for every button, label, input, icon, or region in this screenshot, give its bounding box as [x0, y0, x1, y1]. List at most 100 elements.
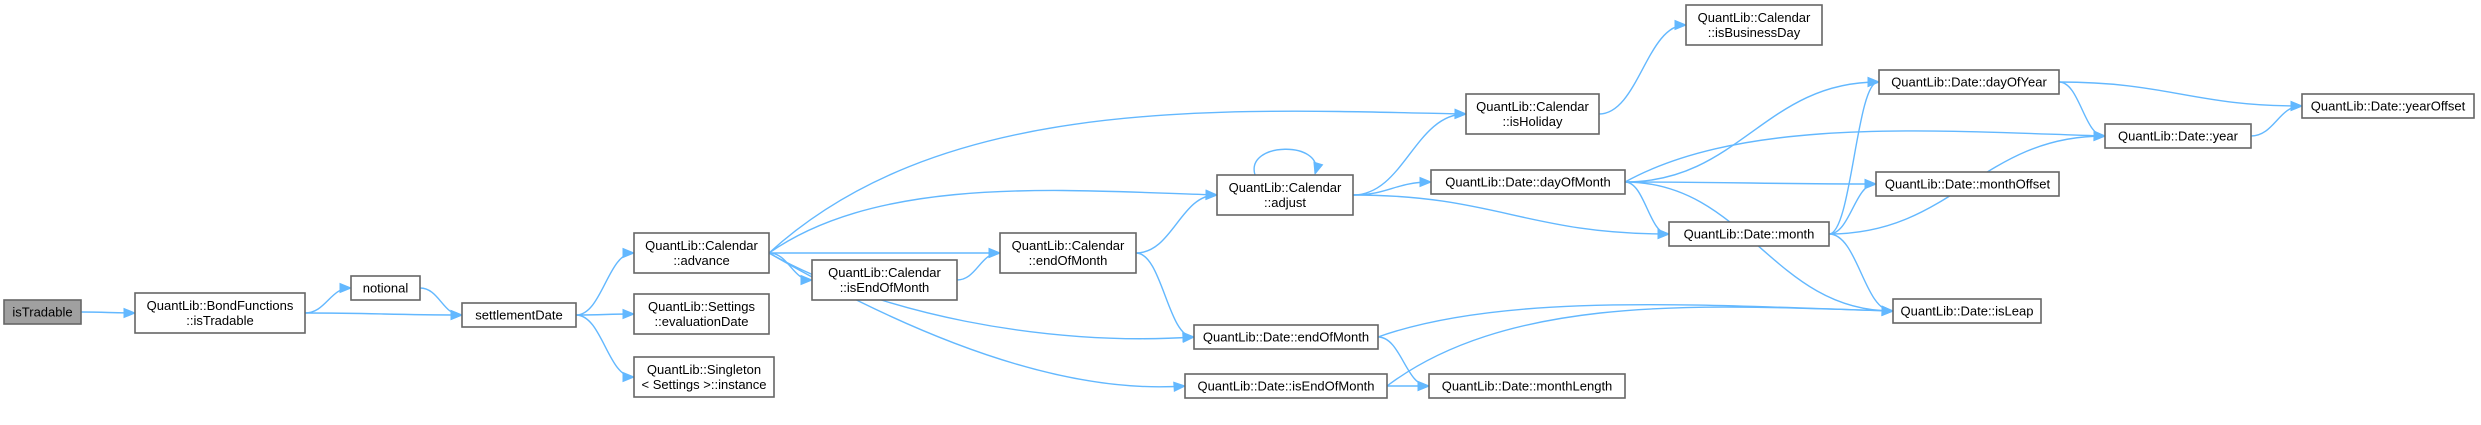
node-date_year[interactable]: QuantLib::Date::year	[2104, 123, 2252, 149]
edge-arrowhead	[1417, 380, 1431, 392]
node-label: QuantLib::Calendar	[1476, 99, 1589, 114]
edge-date_year-to-date_yearOffset	[2250, 100, 2304, 137]
node-label: QuantLib::Singleton	[647, 362, 761, 377]
node-date_isEndOfMonth[interactable]: QuantLib::Date::isEndOfMonth	[1184, 373, 1388, 399]
node-date_dayOfYear[interactable]: QuantLib::Date::dayOfYear	[1878, 69, 2060, 95]
edge-line	[1253, 148, 1317, 176]
node-box	[1193, 324, 1379, 350]
edge-line	[1624, 181, 1669, 235]
node-label: QuantLib::Date::endOfMonth	[1203, 330, 1369, 345]
node-box	[134, 292, 306, 334]
edge-line	[1352, 113, 1466, 196]
edge-date_dayOfMonth-to-date_month	[1624, 181, 1671, 240]
edge-date_dayOfYear-to-date_yearOffset	[2058, 81, 2304, 112]
node-cal_adjust[interactable]: QuantLib::Calendar::adjust	[1216, 174, 1354, 216]
node-box	[1668, 221, 1830, 247]
edge-line	[1828, 183, 1876, 235]
node-date_month[interactable]: QuantLib::Date::month	[1668, 221, 1830, 247]
node-label: < Settings >::instance	[641, 377, 766, 392]
edge-settlementDate-to-settings_evalDate	[575, 308, 636, 320]
edge-bf_isTradable-to-notional	[304, 282, 353, 314]
node-settlementDate[interactable]: settlementDate	[461, 302, 577, 328]
node-label: ::adjust	[1264, 195, 1306, 210]
edge-cal_advance-to-cal_endOfMonth	[769, 247, 1002, 259]
node-box	[811, 259, 958, 301]
node-label: QuantLib::Date::month	[1684, 227, 1815, 242]
edge-arrowhead	[1864, 178, 1878, 190]
edge-line	[304, 287, 351, 314]
edge-isTradable-to-bf_isTradable	[80, 307, 137, 319]
edge-arrowhead	[1313, 161, 1324, 176]
edge-arrowhead	[622, 308, 636, 320]
edge-line	[768, 110, 1466, 254]
edge-arrowhead	[450, 309, 464, 321]
node-date_yearOffset[interactable]: QuantLib::Date::yearOffset	[2301, 93, 2475, 119]
node-box	[2104, 123, 2252, 149]
edge-line	[575, 314, 634, 378]
node-label: isTradable	[12, 305, 72, 320]
node-cal_isHoliday[interactable]: QuantLib::Calendar::isHoliday	[1465, 93, 1600, 135]
edge-line	[1135, 194, 1217, 254]
edge-arrowhead	[1173, 381, 1187, 393]
edge-date_month-to-date_isLeap	[1828, 233, 1895, 317]
edge-arrowhead	[123, 307, 137, 319]
node-label: ::evaluationDate	[655, 314, 749, 329]
node-box	[1216, 174, 1354, 216]
edge-cal_advance-to-cal_isEndOfMonth	[768, 252, 814, 286]
node-cal_isBusinessDay[interactable]: QuantLib::Calendar::isBusinessDay	[1685, 4, 1823, 46]
edge-arrowhead	[622, 247, 636, 259]
node-date_isLeap[interactable]: QuantLib::Date::isLeap	[1892, 298, 2042, 324]
edge-arrowhead	[2093, 130, 2107, 142]
edge-cal_adjust-to-cal_adjust	[1253, 148, 1324, 176]
node-label: QuantLib::Date::yearOffset	[2311, 99, 2466, 114]
edge-arrowhead	[1454, 108, 1468, 120]
node-box	[1875, 171, 2060, 197]
edge-line	[956, 252, 1000, 281]
node-date_endOfMonth[interactable]: QuantLib::Date::endOfMonth	[1193, 324, 1379, 350]
node-box	[1685, 4, 1823, 46]
node-date_dayOfMonth[interactable]: QuantLib::Date::dayOfMonth	[1430, 169, 1626, 195]
edge-cal_isEndOfMonth-to-cal_endOfMonth	[956, 247, 1002, 281]
edge-cal_advance-to-cal_adjust	[768, 189, 1219, 254]
edge-arrowhead	[622, 371, 636, 383]
node-label: ::isBusinessDay	[1708, 25, 1801, 40]
node-label: QuantLib::Calendar	[1698, 10, 1811, 25]
node-notional[interactable]: notional	[350, 275, 421, 301]
edge-date_month-to-date_monthOffset	[1828, 178, 1878, 235]
node-settings_evalDate[interactable]: QuantLib::Settings::evaluationDate	[633, 293, 770, 335]
edge-arrowhead	[1182, 331, 1196, 343]
edge-date_isEndOfMonth-to-date_monthLength	[1387, 380, 1431, 392]
node-cal_isEndOfMonth[interactable]: QuantLib::Calendar::isEndOfMonth	[811, 259, 958, 301]
node-box	[633, 293, 770, 335]
node-date_monthLength[interactable]: QuantLib::Date::monthLength	[1428, 373, 1626, 399]
edge-line	[1624, 81, 1879, 183]
edge-line	[1352, 194, 1669, 235]
edge-arrowhead	[339, 282, 353, 294]
node-date_monthOffset[interactable]: QuantLib::Date::monthOffset	[1875, 171, 2060, 197]
call-graph-nodes: isTradable QuantLib::BondFunctions::isTra…	[3, 4, 2475, 399]
node-box	[633, 356, 775, 398]
node-singleton_instance[interactable]: QuantLib::Singleton< Settings >::instanc…	[633, 356, 775, 398]
node-cal_endOfMonth[interactable]: QuantLib::Calendar::endOfMonth	[999, 232, 1137, 274]
edge-notional-to-settlementDate	[419, 287, 464, 321]
node-label: QuantLib::Calendar	[1229, 180, 1342, 195]
edge-arrowhead	[1419, 176, 1433, 188]
node-box	[1878, 69, 2060, 95]
node-box	[1428, 373, 1626, 399]
node-box	[3, 299, 82, 325]
node-label: QuantLib::Date::dayOfMonth	[1445, 175, 1610, 190]
edge-date_dayOfMonth-to-date_dayOfYear	[1624, 76, 1881, 183]
edge-arrowhead	[1657, 228, 1671, 240]
node-label: ::isHoliday	[1503, 114, 1563, 129]
node-label: notional	[363, 281, 409, 296]
node-label: ::isTradable	[186, 313, 253, 328]
call-graph-edges	[80, 19, 2304, 393]
node-label: ::isEndOfMonth	[840, 280, 930, 295]
node-label: QuantLib::Settings	[648, 299, 755, 314]
node-cal_advance[interactable]: QuantLib::Calendar::advance	[633, 232, 770, 274]
node-bf_isTradable[interactable]: QuantLib::BondFunctions::isTradable	[134, 292, 306, 334]
edge-line	[304, 312, 462, 316]
edge-arrowhead	[988, 247, 1002, 259]
edge-arrowhead	[1205, 189, 1219, 201]
edge-line	[1624, 181, 1876, 185]
